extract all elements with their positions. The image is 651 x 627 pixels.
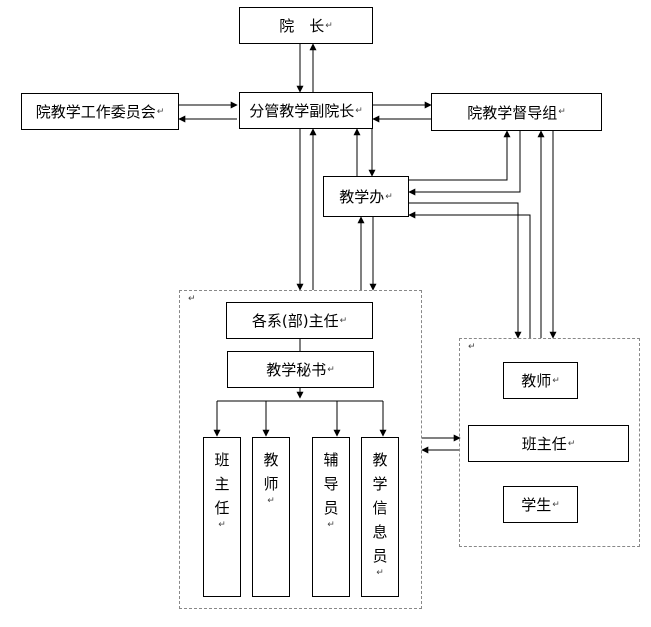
secretary-label: 教学秘书 <box>266 361 327 379</box>
department-head-label: 各系(部)主任 <box>251 312 339 330</box>
member-char: 任 <box>214 499 230 517</box>
member-char: 主 <box>214 475 230 493</box>
paragraph-mark: ↵ <box>325 20 333 31</box>
member-char: 教 <box>372 451 388 469</box>
department-group: ↵ <box>179 290 422 609</box>
committee-box: 院教学工作委员会↵ <box>21 93 179 130</box>
dean-box: 院 长↵ <box>239 7 373 44</box>
member-char: 导 <box>323 475 339 493</box>
paragraph-mark: ↵ <box>552 499 560 510</box>
feedback-student-box: 学生↵ <box>503 486 578 523</box>
feedback-teacher-box: 教师↵ <box>503 362 578 399</box>
member-char: 教 <box>263 451 279 469</box>
feedback-class-head-label: 班主任 <box>521 435 567 453</box>
secretary-box: 教学秘书↵ <box>227 351 374 388</box>
paragraph-mark: ↵ <box>327 364 335 375</box>
member-info-officer-box: 教 学 信 息 员 ↵ <box>361 437 399 597</box>
office-box: 教学办↵ <box>323 176 409 217</box>
member-char: 学 <box>372 475 388 493</box>
member-class-head-box: 班 主 任 ↵ <box>203 437 241 597</box>
paragraph-mark: ↵ <box>267 496 275 506</box>
member-char: 信 <box>372 499 388 517</box>
feedback-teacher-label: 教师 <box>521 372 552 390</box>
member-counselor-box: 辅 导 员 ↵ <box>312 437 350 597</box>
vice-dean-box: 分管教学副院长↵ <box>239 92 373 129</box>
paragraph-mark: ↵ <box>218 520 226 530</box>
paragraph-mark: ↵ <box>376 568 384 578</box>
department-head-box: 各系(部)主任↵ <box>226 302 373 339</box>
supervision-box: 院教学督导组↵ <box>431 93 602 131</box>
member-char: 员 <box>323 499 339 517</box>
paragraph-mark: ↵ <box>385 191 393 202</box>
member-char: 员 <box>372 547 388 565</box>
member-char: 师 <box>263 475 279 493</box>
supervision-label: 院教学督导组 <box>467 103 558 122</box>
paragraph-mark: ↵ <box>156 106 165 117</box>
paragraph-mark: ↵ <box>188 294 196 304</box>
feedback-group: ↵ <box>459 338 640 547</box>
member-teacher-box: 教 师 ↵ <box>252 437 290 597</box>
arrow-supervision-to-office <box>408 131 521 196</box>
paragraph-mark: ↵ <box>567 438 576 449</box>
committee-label: 院教学工作委员会 <box>35 103 156 121</box>
paragraph-mark: ↵ <box>552 375 560 386</box>
member-char: 息 <box>372 523 388 541</box>
member-char: 班 <box>214 451 230 469</box>
arrow-office-to-feedback <box>409 202 522 339</box>
arrow-office-to-supervision <box>409 130 511 181</box>
feedback-student-label: 学生 <box>521 496 552 514</box>
paragraph-mark: ↵ <box>327 520 335 530</box>
feedback-class-head-box: 班主任↵ <box>468 425 629 462</box>
office-label: 教学办 <box>339 188 385 206</box>
arrow-feedback-to-office <box>408 211 531 338</box>
vice-dean-label: 分管教学副院长 <box>249 102 355 120</box>
paragraph-mark: ↵ <box>355 105 363 116</box>
paragraph-mark: ↵ <box>468 342 476 352</box>
paragraph-mark: ↵ <box>558 107 566 117</box>
dean-label: 院 长 <box>279 17 325 35</box>
paragraph-mark: ↵ <box>339 315 348 326</box>
member-char: 辅 <box>323 451 339 469</box>
